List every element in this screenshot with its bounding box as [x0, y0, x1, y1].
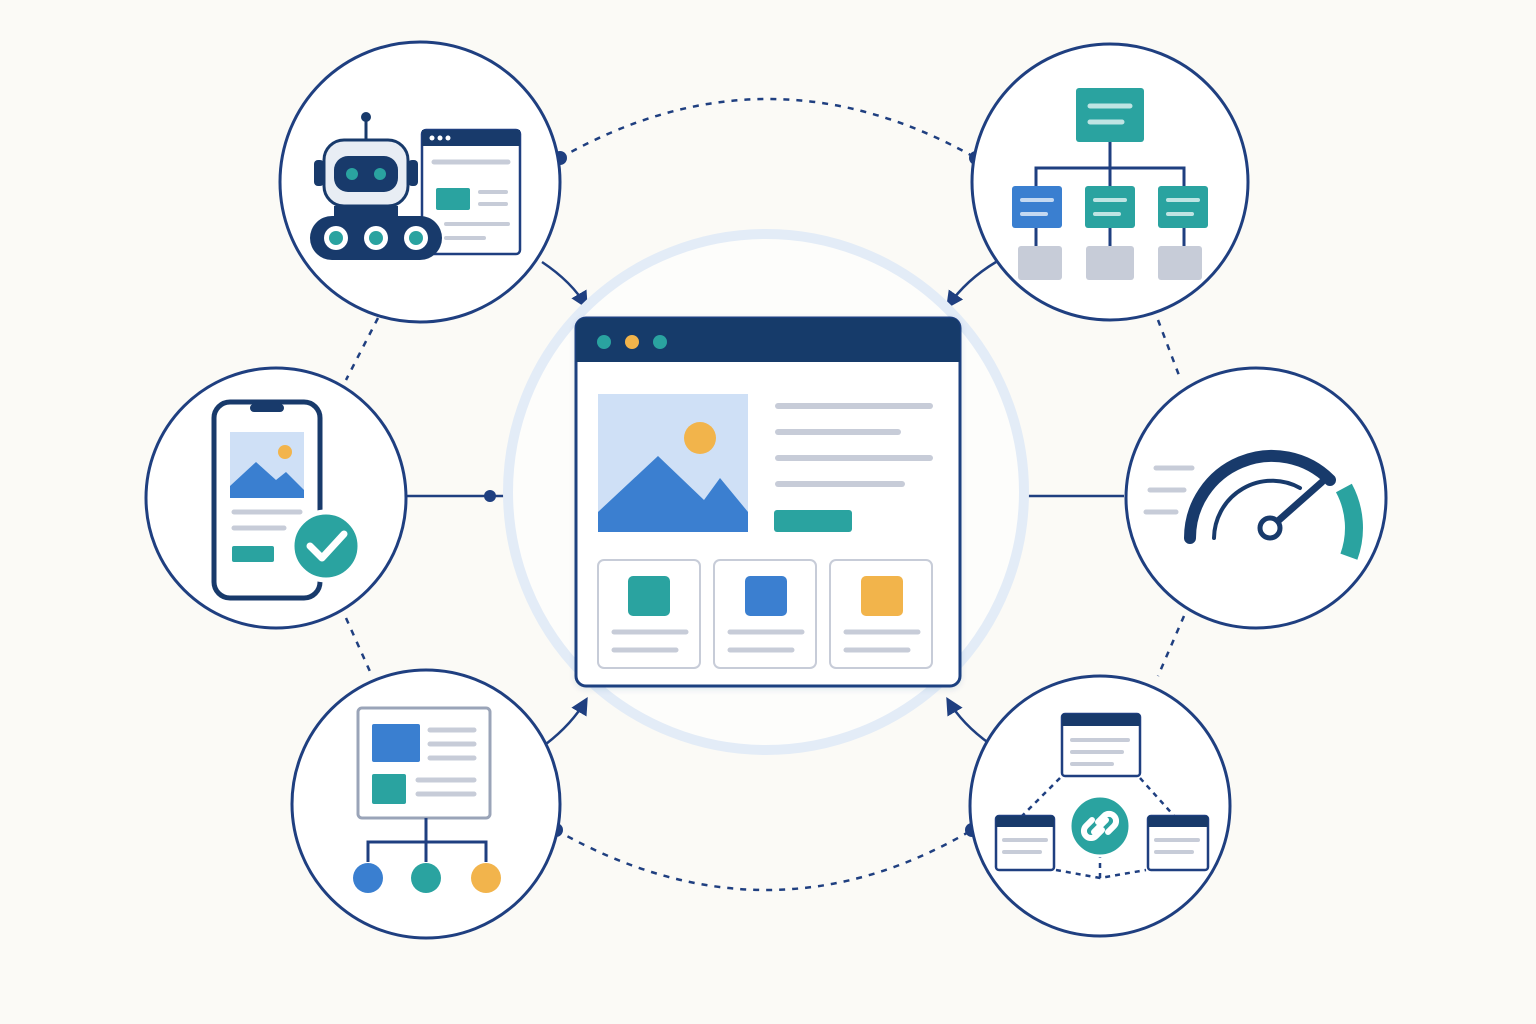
arrow-from-structure	[545, 696, 588, 745]
gauge-level-arc	[1335, 483, 1363, 560]
gauge-inner-arc	[1212, 478, 1302, 540]
gauge-outer-arc	[1184, 450, 1336, 544]
content-cards	[597, 559, 933, 669]
hero-text-lines	[775, 403, 933, 487]
dashed-line-left-upper	[344, 317, 380, 381]
dashed-line-left-lower	[344, 617, 374, 677]
window-dot-yellow	[625, 335, 639, 349]
robot-icon	[310, 112, 522, 260]
sitemap-icon	[1012, 88, 1208, 280]
arrow-from-robot	[541, 260, 588, 310]
window-dot-teal-2	[653, 335, 667, 349]
browser-window-icon	[574, 316, 962, 688]
sun-icon	[684, 422, 716, 454]
mobile-check-icon	[211, 399, 363, 601]
mountain-icon	[598, 456, 748, 532]
window-dot-teal	[597, 335, 611, 349]
dashed-line-right-lower	[1156, 615, 1186, 677]
dashed-connectors	[344, 97, 1186, 892]
arrow-from-links	[946, 696, 991, 746]
node-speed	[1124, 366, 1388, 630]
cta-block	[774, 510, 852, 532]
link-pages-icon	[994, 712, 1210, 880]
dashed-arc-bottom	[555, 828, 973, 892]
check-badge-icon	[289, 509, 363, 583]
dashed-arc-top	[559, 97, 977, 160]
speedometer-icon	[1143, 450, 1363, 560]
arrow-from-sitemap	[946, 260, 997, 309]
dashed-line-right-upper	[1156, 319, 1182, 379]
layout-tree-icon	[353, 706, 501, 893]
speed-lines-icon	[1143, 465, 1195, 515]
